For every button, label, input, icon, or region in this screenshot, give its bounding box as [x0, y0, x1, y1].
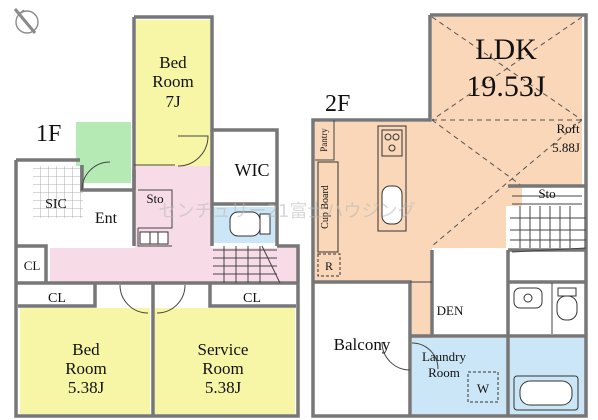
- room-r-mark: R: [325, 259, 333, 273]
- stove-icon: [381, 129, 403, 157]
- sink-icon: [381, 185, 403, 225]
- room-service-name: Service: [198, 340, 249, 359]
- toilet-icon-2f: [556, 287, 578, 321]
- room-cl-service: CL: [243, 291, 261, 306]
- room-cl-bed: CL: [48, 291, 66, 306]
- floor-label-2f: 2F: [325, 91, 350, 117]
- room-service-name2: Room: [202, 359, 244, 378]
- room-roft-area: 5.88J: [552, 140, 580, 155]
- room-laundry-name: Laundry: [422, 349, 467, 364]
- room-pantry: Pantry: [319, 128, 329, 152]
- room-sto-2f: Sto: [538, 186, 555, 201]
- room-bed-bottom-name2: Room: [65, 359, 107, 378]
- sink-icon-2f: [513, 287, 543, 309]
- room-bed-bottom-name: Bed: [72, 340, 100, 359]
- room-laundry-name2: Room: [428, 365, 460, 380]
- room-sto-1f: Sto: [146, 191, 163, 206]
- room-bed-top-area: 7J: [165, 92, 181, 111]
- room-ent: Ent: [95, 210, 118, 227]
- room-roft-name: Roft: [556, 121, 580, 136]
- room-sic: SIC: [45, 197, 67, 212]
- compass-icon: [13, 8, 39, 34]
- room-bed-top-name: Bed: [159, 53, 187, 72]
- room-bed-top-name2: Room: [152, 72, 194, 91]
- room-wic: WIC: [235, 160, 270, 180]
- room-ldk-name: LDK: [475, 33, 537, 66]
- room-balcony: Balcony: [334, 335, 391, 354]
- watermark: センチュリー21富士ハウジング: [159, 201, 416, 222]
- room-cupboard: Cup Board: [320, 185, 331, 229]
- room-den: DEN: [437, 303, 464, 318]
- room-bed-bottom-area: 5.38J: [68, 378, 105, 397]
- room-ldk-area: 19.53J: [466, 70, 546, 103]
- room-cl-left: CL: [24, 258, 41, 273]
- room-w-mark: W: [477, 381, 490, 396]
- room-service-area: 5.38J: [205, 378, 242, 397]
- bathtub-icon: [513, 375, 579, 411]
- toilet-icon: [229, 211, 271, 237]
- floor-label-1f: 1F: [36, 121, 61, 147]
